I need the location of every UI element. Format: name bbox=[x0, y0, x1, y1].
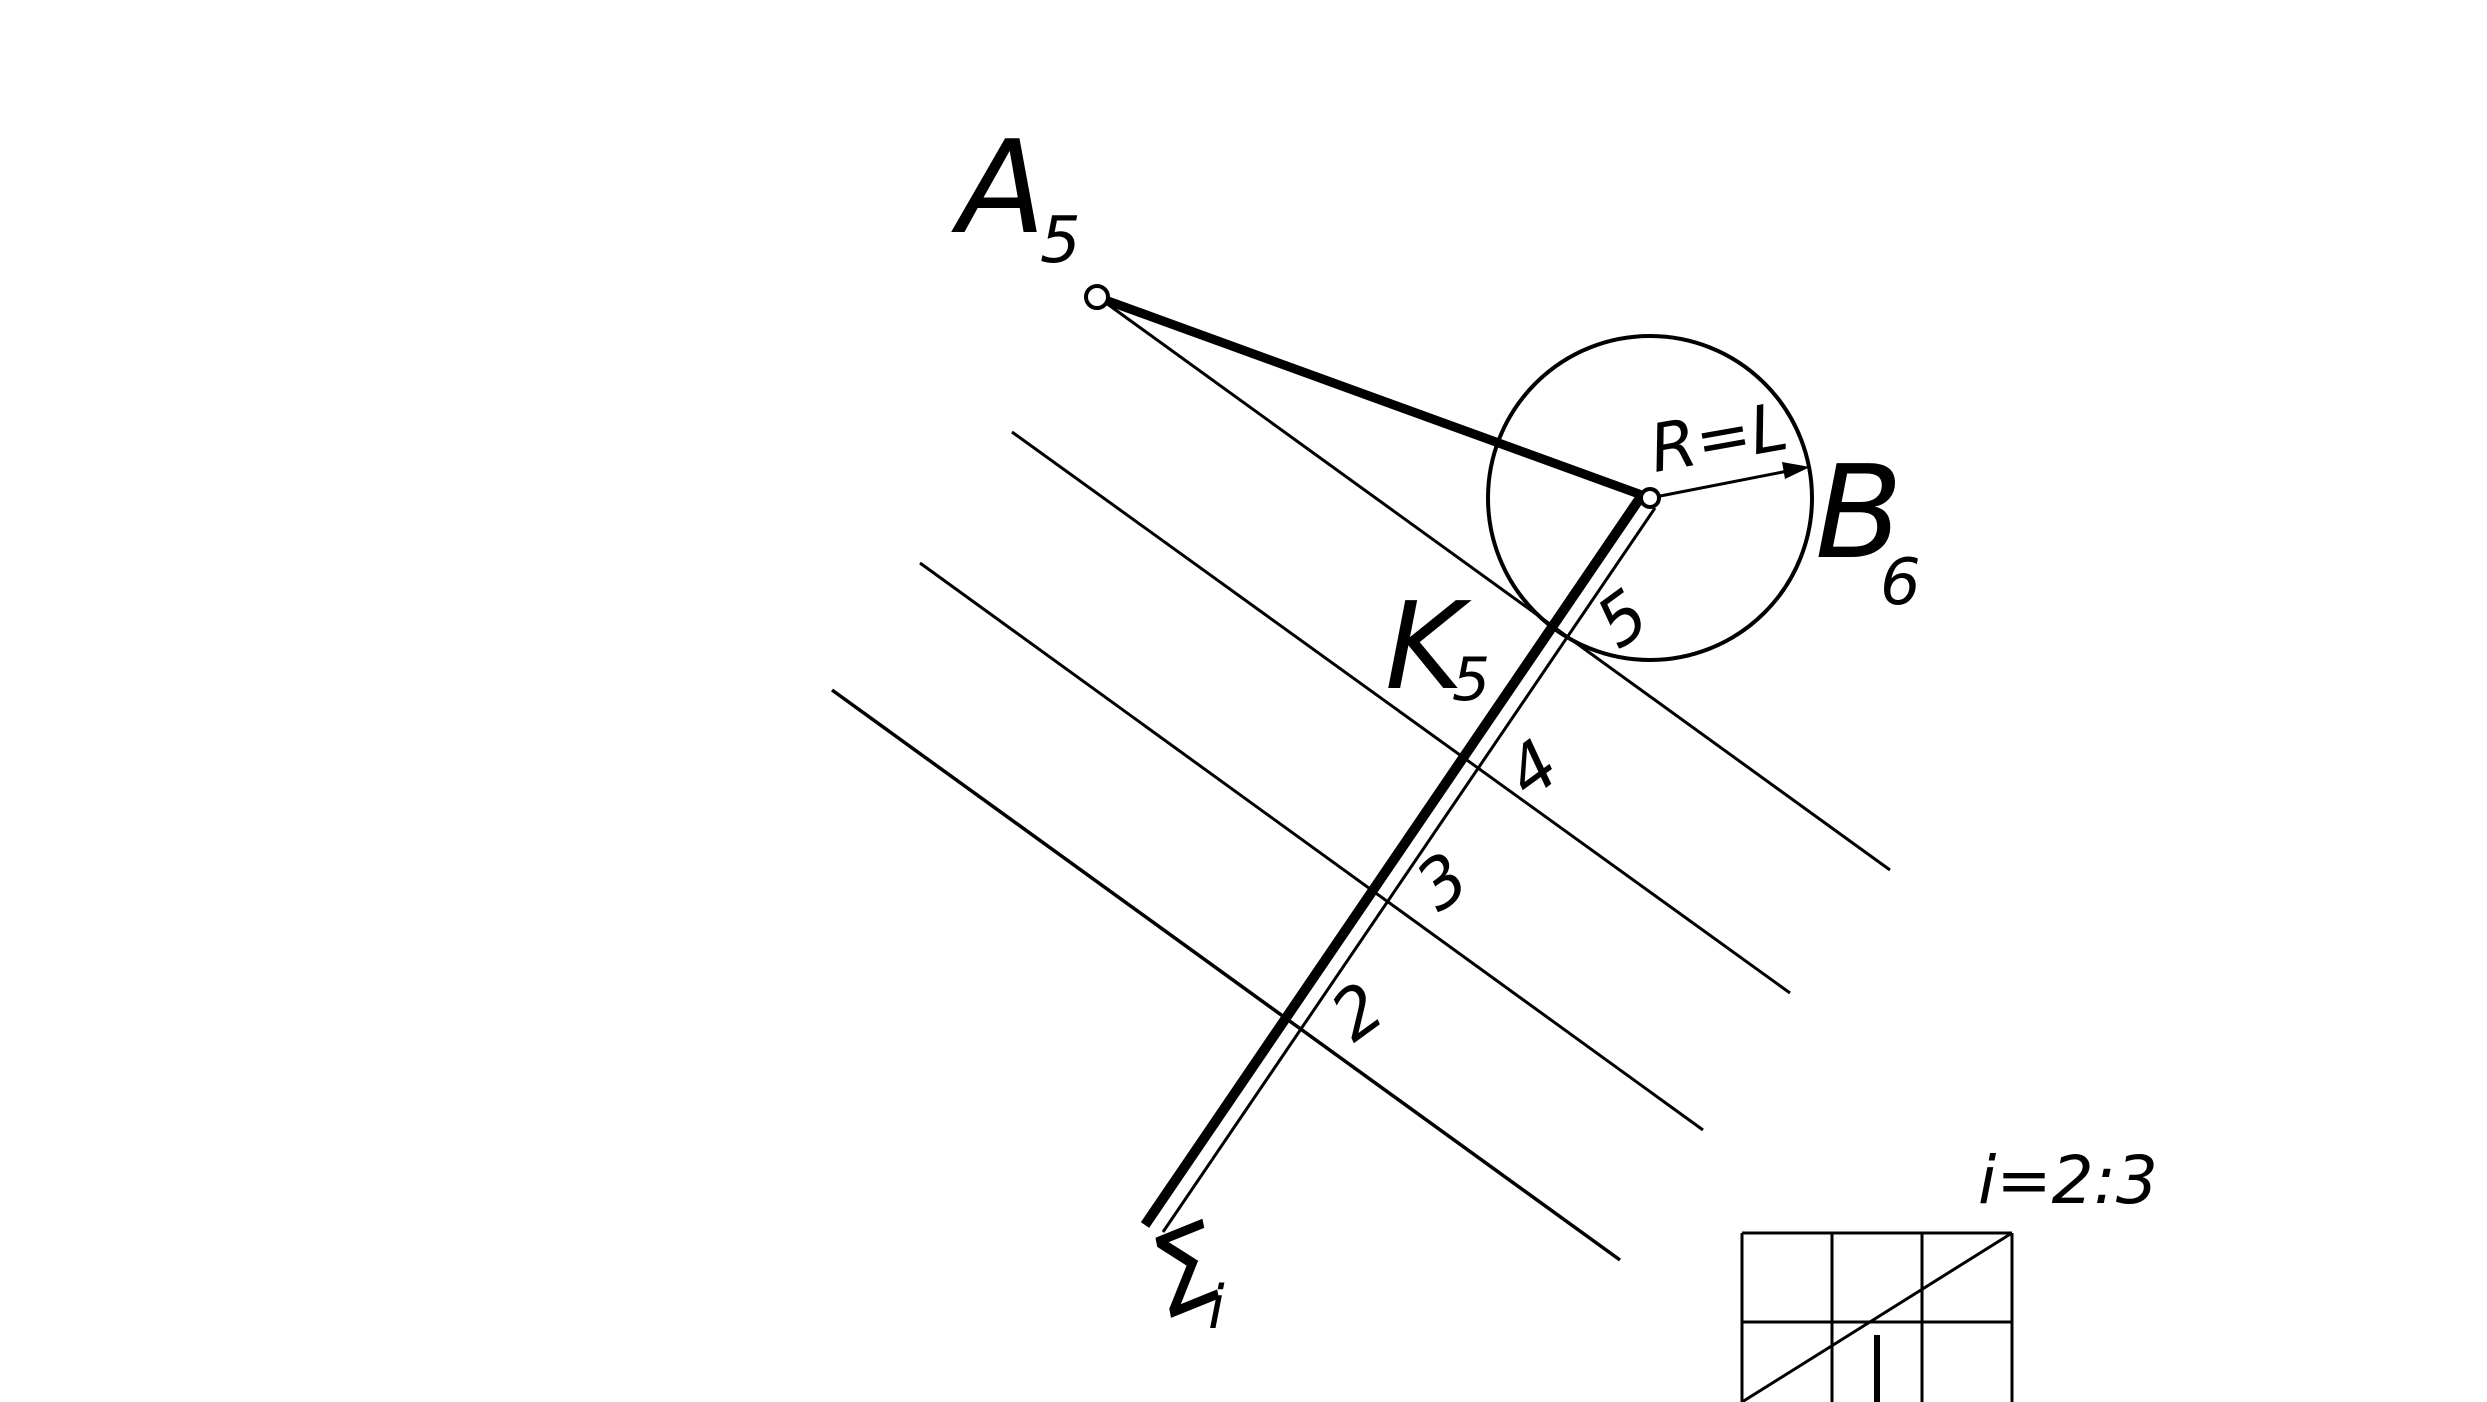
slope-scale bbox=[1740, 1231, 2014, 1402]
contour-line-4 bbox=[1011, 430, 1791, 995]
contour-marks: 5 4 3 2 bbox=[1317, 575, 1663, 1057]
scale-diagonal bbox=[1741, 1231, 2013, 1402]
label-slope-ratio: i=2:3 bbox=[1978, 1142, 2158, 1219]
label-point-a-subscript: 5 bbox=[1040, 204, 1081, 278]
label-point-k-subscript: 5 bbox=[1452, 645, 1490, 715]
radius-arrow-line bbox=[1649, 469, 1789, 500]
radius-circle bbox=[1486, 334, 1814, 662]
contour-mark: 4 bbox=[1492, 725, 1573, 814]
slope-trace-thick-line bbox=[1140, 495, 1645, 1228]
point-b-marker bbox=[1639, 487, 1661, 509]
segment-ab bbox=[1095, 292, 1652, 503]
contour-line-3 bbox=[919, 561, 1704, 1132]
contour-mark: 2 bbox=[1317, 968, 1398, 1057]
label-point-k: K bbox=[1385, 578, 1472, 717]
point-a-marker bbox=[1084, 284, 1110, 310]
label-point-a: A bbox=[951, 114, 1046, 263]
contour-mark: 3 bbox=[1402, 838, 1483, 927]
contour-lines bbox=[830, 301, 1891, 1262]
slope-trace-thin-line bbox=[1161, 507, 1657, 1233]
label-point-b-subscript: 6 bbox=[1880, 546, 1921, 620]
label-sigma: Σ bbox=[1130, 1198, 1243, 1343]
radius-arrowhead bbox=[1782, 462, 1810, 479]
label-point-b: B bbox=[1815, 439, 1903, 588]
contour-line-2 bbox=[830, 688, 1622, 1262]
slope-trace bbox=[1140, 495, 1657, 1233]
contour-line-5 bbox=[1105, 301, 1891, 872]
label-sigma-subscript: i bbox=[1208, 1273, 1225, 1343]
